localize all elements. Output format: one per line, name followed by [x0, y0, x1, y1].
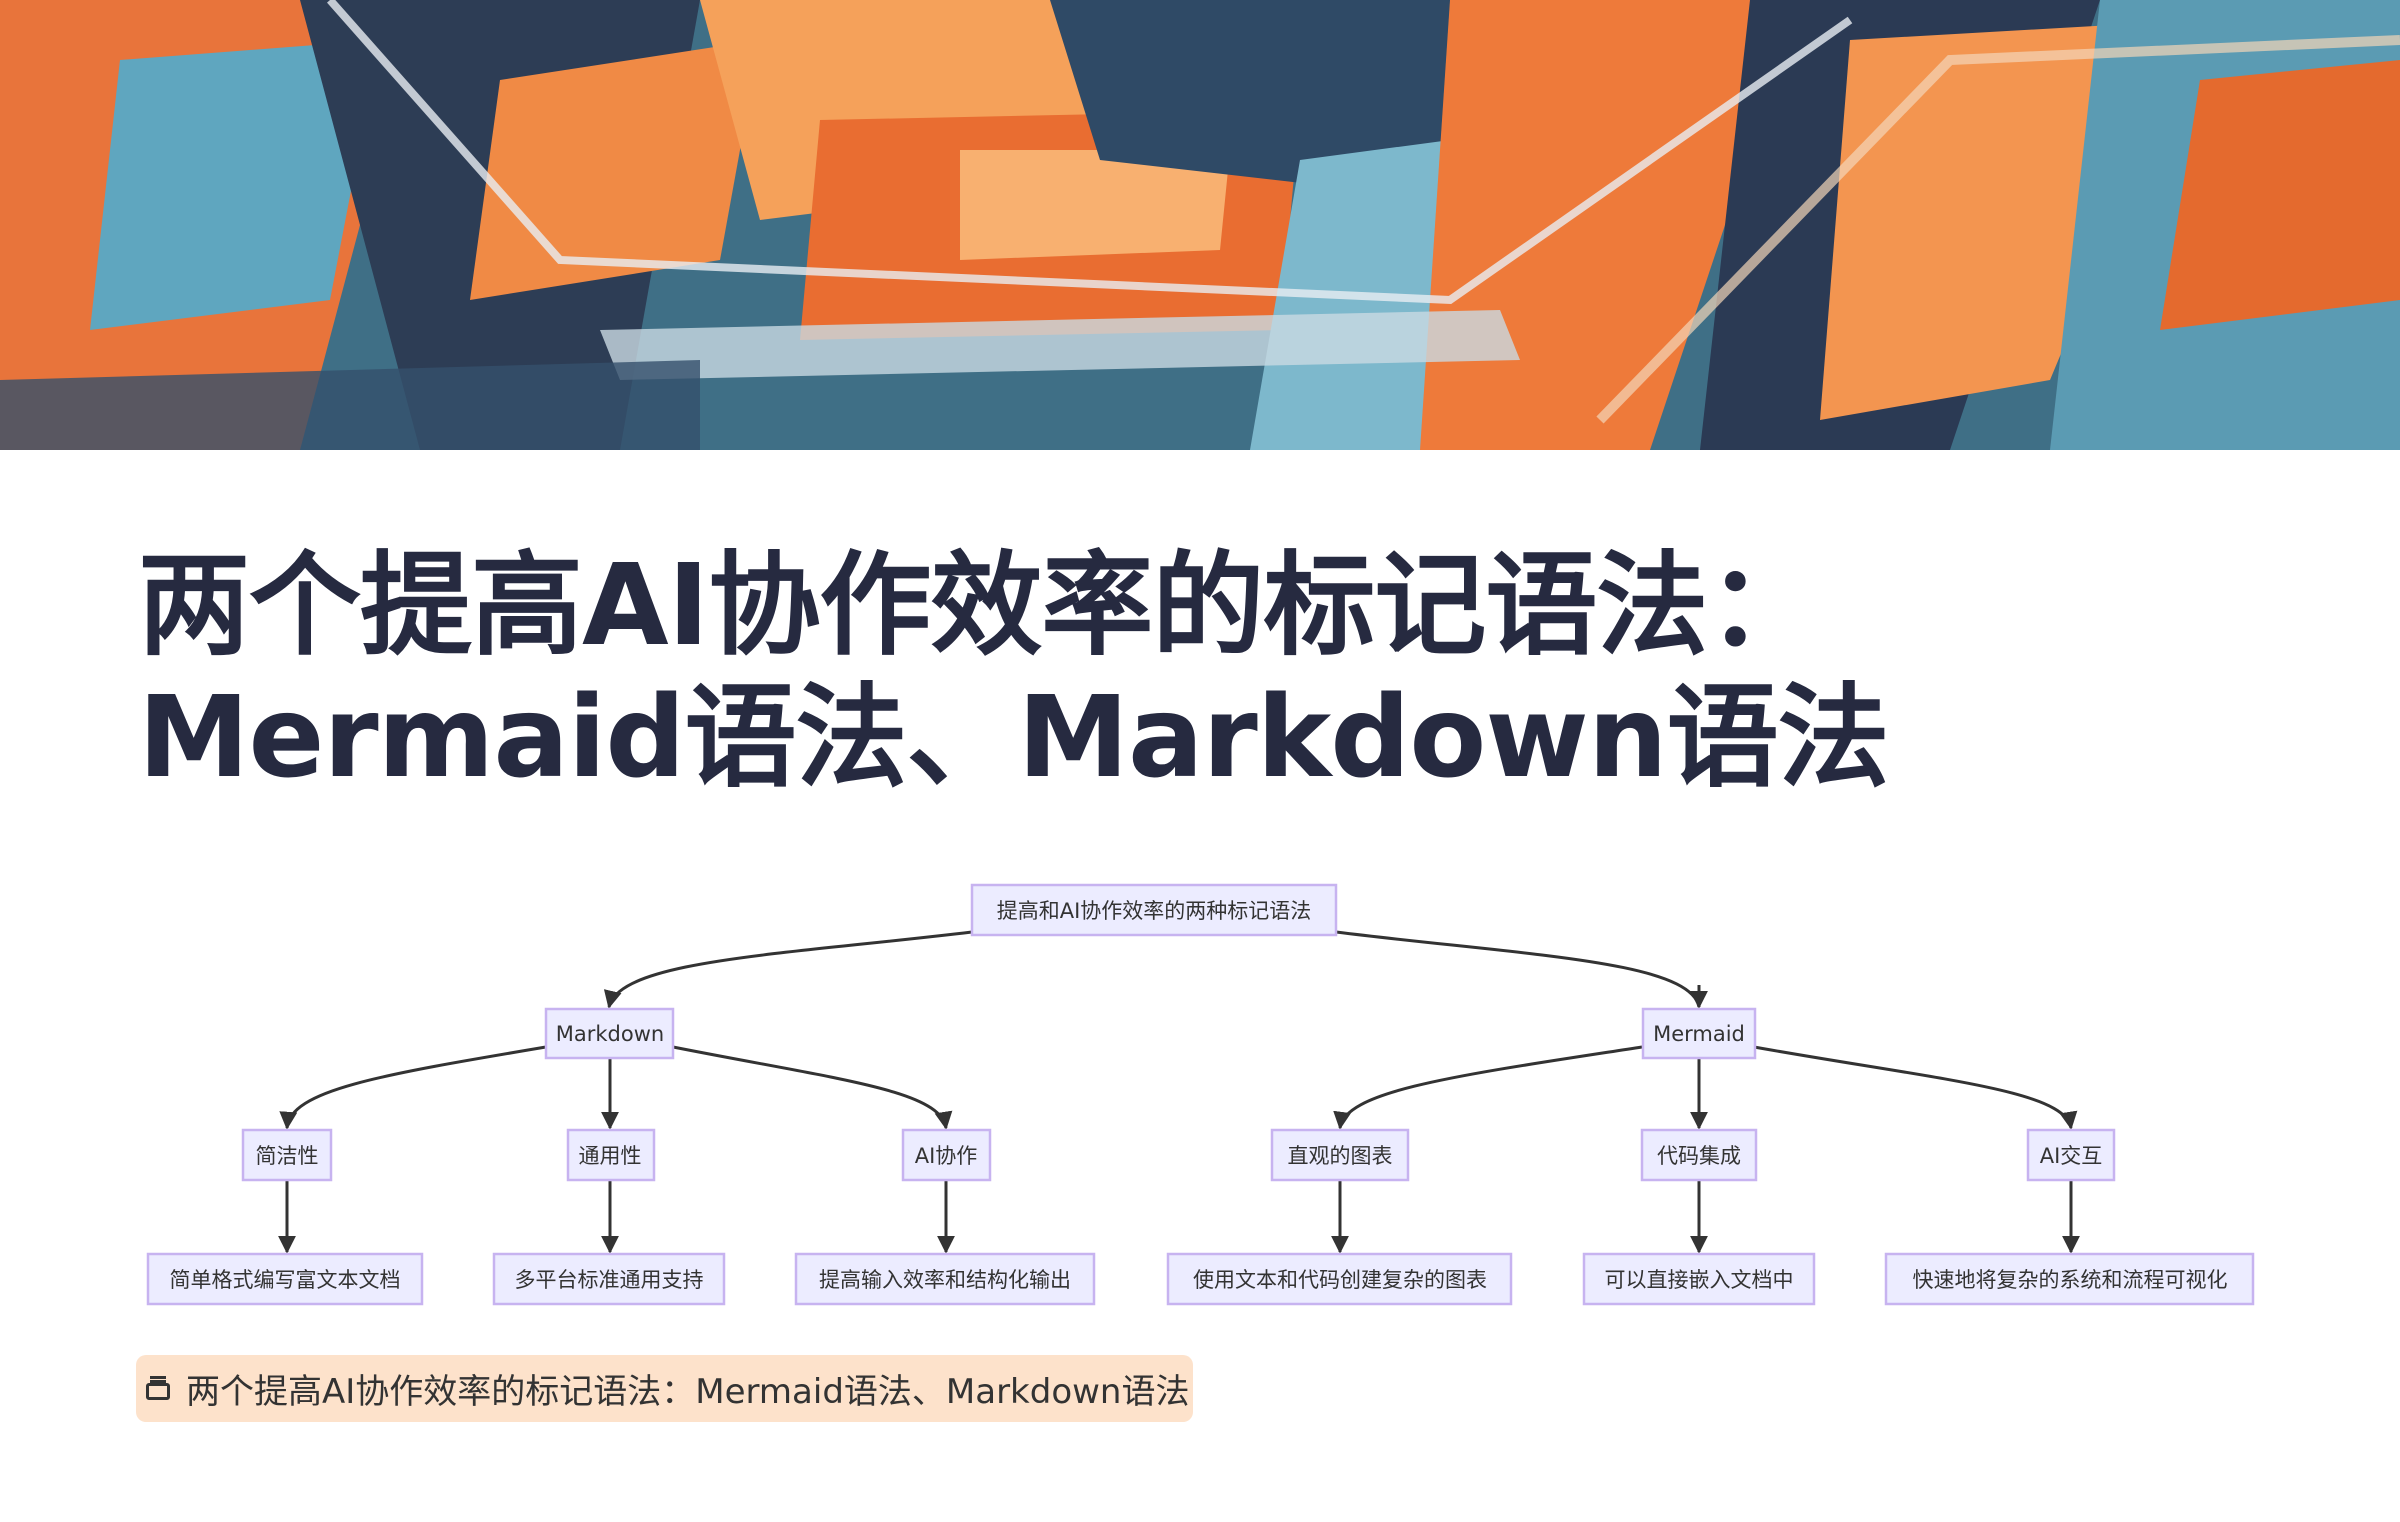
node-label: 提高输入效率和结构化输出 — [819, 1268, 1071, 1292]
edge-root-mermaid — [1335, 930, 1701, 1008]
node-root: 提高和AI协作效率的两种标记语法 — [970, 883, 1338, 937]
node-ai-interaction: AI交互 — [2026, 1128, 2116, 1182]
node-label: 代码集成 — [1657, 1144, 1741, 1168]
edge-root-markdown — [603, 930, 973, 1009]
node-label: 多平台标准通用支持 — [515, 1268, 704, 1292]
database-link-chip[interactable]: 两个提高AI协作效率的标记语法：Mermaid语法、Markdown语法 — [136, 1355, 1194, 1422]
edges — [278, 930, 2080, 1254]
database-link-label: 两个提高AI协作效率的标记语法：Mermaid语法、Markdown语法 — [186, 1372, 1190, 1412]
edge-markdown-ai — [672, 1045, 953, 1130]
database-icon — [146, 1375, 174, 1402]
node-label: 使用文本和代码创建复杂的图表 — [1193, 1268, 1487, 1292]
node-detail-charts: 使用文本和代码创建复杂的图表 — [1166, 1252, 1513, 1306]
node-detail-simplicity: 简单格式编写富文本文档 — [146, 1252, 424, 1306]
node-label: 简单格式编写富文本文档 — [170, 1268, 401, 1292]
abstract-art-banner — [0, 0, 2400, 450]
node-ai-collab: AI协作 — [901, 1128, 992, 1182]
edge-mermaid-ai — [1753, 1045, 2078, 1130]
node-detail-ai-collab: 提高输入效率和结构化输出 — [794, 1252, 1096, 1306]
node-label: 直观的图表 — [1288, 1144, 1393, 1168]
node-detail-ai: 快速地将复杂的系统和流程可视化 — [1884, 1252, 2255, 1306]
node-label: 通用性 — [579, 1144, 642, 1168]
node-label: Mermaid — [1653, 1022, 1745, 1046]
node-detail-code: 可以直接嵌入文档中 — [1582, 1252, 1816, 1306]
page-title: 两个提高AI协作效率的标记语法：Mermaid语法、Markdown语法 — [138, 541, 1890, 803]
node-label: AI交互 — [2040, 1144, 2103, 1168]
node-markdown: Markdown — [544, 1007, 675, 1060]
node-label: Markdown — [556, 1022, 664, 1046]
edge-mermaid-charts — [1333, 1045, 1643, 1130]
node-simplicity: 简洁性 — [241, 1128, 333, 1182]
node-label: 提高和AI协作效率的两种标记语法 — [997, 899, 1312, 923]
node-label: AI协作 — [915, 1144, 978, 1168]
node-mermaid: Mermaid — [1641, 1007, 1757, 1060]
node-code-integration: 代码集成 — [1640, 1128, 1758, 1182]
node-universality: 通用性 — [566, 1128, 656, 1182]
node-label: 可以直接嵌入文档中 — [1605, 1268, 1794, 1292]
node-label: 快速地将复杂的系统和流程可视化 — [1913, 1268, 2228, 1292]
node-label: 简洁性 — [256, 1144, 319, 1168]
node-intuitive-charts: 直观的图表 — [1270, 1128, 1410, 1182]
edge-markdown-simplicity — [279, 1045, 547, 1130]
cover-image — [0, 0, 2400, 450]
node-detail-universality: 多平台标准通用支持 — [492, 1252, 726, 1306]
